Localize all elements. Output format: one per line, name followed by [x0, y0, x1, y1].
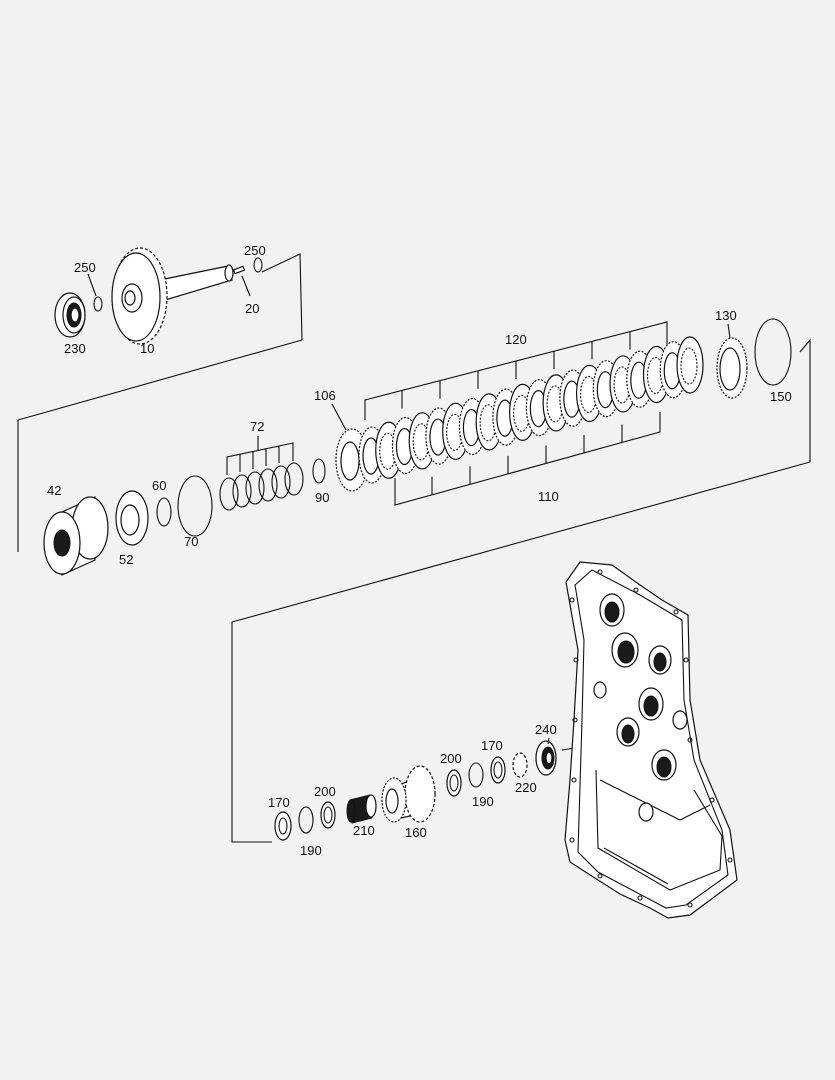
callout-10: 10: [140, 341, 154, 356]
callout-240: 240: [535, 722, 557, 737]
thrust-bearing-190-right: [468, 762, 484, 788]
o-ring-70: [177, 475, 213, 537]
callout-42: 42: [47, 483, 61, 498]
snap-ring-250-right: [253, 257, 263, 273]
callout-200-right: 200: [440, 751, 462, 766]
thrust-washer-200-left: [320, 801, 336, 829]
bearing-230: [54, 292, 86, 338]
gear-160: [381, 765, 436, 823]
snap-ring-90: [312, 458, 326, 484]
gear-shaft-10: [111, 247, 234, 345]
callout-170-left: 170: [268, 795, 290, 810]
disc-130: [716, 337, 748, 399]
disc-bore: [680, 347, 698, 385]
callout-190-left: 190: [300, 843, 322, 858]
callout-160: 160: [405, 825, 427, 840]
housing-bolt-holes: [569, 569, 733, 908]
callout-150: 150: [770, 389, 792, 404]
callout-210: 210: [353, 823, 375, 838]
callout-labels: 10 20 230 250 250 42 52 60 70 72 90 106 …: [47, 243, 792, 858]
callout-60: 60: [152, 478, 166, 493]
callout-52: 52: [119, 552, 133, 567]
callout-120: 120: [505, 332, 527, 347]
housing-42: [43, 496, 109, 576]
callout-220: 220: [515, 780, 537, 795]
callout-200-left: 200: [314, 784, 336, 799]
callout-90: 90: [315, 490, 329, 505]
callout-250-left: 250: [74, 260, 96, 275]
bearing-240: [535, 740, 557, 776]
callout-72: 72: [250, 419, 264, 434]
o-ring-60: [156, 497, 172, 527]
seal-rings-72: [219, 436, 304, 511]
snap-ring-150: [754, 318, 792, 386]
piston-52: [115, 490, 149, 546]
callout-70: 70: [184, 534, 198, 549]
disc-bracket-lines: [364, 321, 668, 506]
callout-20: 20: [245, 301, 259, 316]
needle-bearing-210: [346, 794, 377, 824]
callout-130: 130: [715, 308, 737, 323]
callout-230: 230: [64, 341, 86, 356]
callout-190-right: 190: [472, 794, 494, 809]
thrust-washer-170-left: [274, 811, 292, 841]
callout-106: 106: [314, 388, 336, 403]
lock-ring-220: [512, 752, 528, 778]
clutch-discs-110-120: [358, 331, 704, 495]
callout-250-right: 250: [244, 243, 266, 258]
leader-lines: [87, 273, 731, 745]
pin-20: [232, 265, 246, 275]
thrust-bearing-190-left: [298, 806, 314, 834]
transmission-housing: [564, 561, 738, 919]
callout-170-right: 170: [481, 738, 503, 753]
thrust-washer-200-right: [446, 769, 462, 797]
snap-ring-250-left: [93, 296, 103, 312]
callout-110: 110: [538, 489, 559, 504]
thrust-washer-170-right: [490, 756, 506, 784]
